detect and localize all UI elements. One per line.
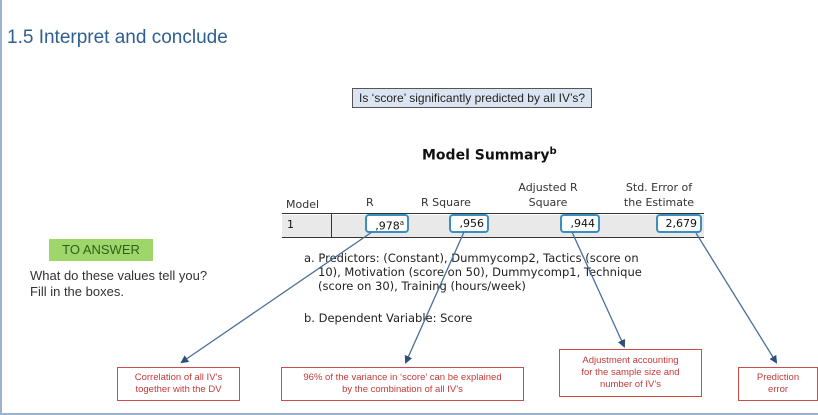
model-summary-title-sup: b	[549, 146, 557, 157]
answer-adjustment-line2: for the sample size and	[581, 367, 680, 378]
header-std-error-line1: Std. Error of	[625, 181, 693, 194]
value-adjusted-r-square: ,944	[570, 217, 596, 230]
value-r-square: ,956	[459, 217, 485, 230]
answer-prediction-line1: Prediction	[756, 372, 800, 383]
footnote-dependent-variable: b. Dependent Variable: Score	[304, 311, 473, 325]
slide-title: 1.5 Interpret and conclude	[7, 27, 228, 48]
footnote-a-line2: 10), Motivation (score on 50), Dummycomp…	[318, 265, 642, 279]
value-r-sup: a	[399, 219, 404, 227]
answer-prediction-line2: error	[767, 384, 789, 395]
header-adjusted-r-line2: Square	[528, 196, 568, 209]
header-r-square: R Square	[421, 196, 471, 209]
answer-adjustment-line1: Adjustment accounting	[582, 355, 679, 366]
question-box: Is ‘score’ significantly predicted by al…	[352, 88, 593, 108]
table-column-divider	[331, 213, 332, 237]
value-r-box: ,978a	[365, 214, 409, 233]
to-answer-label: TO ANSWER	[49, 239, 153, 261]
footnote-predictors: a. Predictors: (Constant), Dummycomp2, T…	[304, 251, 642, 293]
arrow-r-square-to-variance	[404, 231, 465, 364]
answer-variance-box: 96% of the variance in ‘score’ can be ex…	[281, 367, 524, 401]
header-std-error: Std. Error of the Estimate	[616, 180, 702, 210]
to-answer-prompt: What do these values tell you? Fill in t…	[30, 268, 207, 300]
footnote-a-line3: (score on 30), Training (hours/week)	[318, 279, 526, 293]
header-std-error-line2: the Estimate	[623, 196, 695, 209]
header-adjusted-r-line1: Adjusted R	[518, 181, 578, 194]
answer-variance-line2: by the combination of all IV’s	[342, 384, 463, 395]
model-summary-title: Model Summaryb	[422, 146, 557, 164]
value-r: ,978	[375, 219, 400, 233]
footnote-a-line1: a. Predictors: (Constant), Dummycomp2, T…	[304, 251, 639, 265]
arrow-std-error-to-prediction	[695, 232, 778, 364]
value-adjusted-r-square-box: ,944	[560, 214, 600, 233]
cell-model: 1	[287, 218, 294, 231]
header-model: Model	[286, 198, 320, 211]
arrow-r-to-correlation	[180, 231, 373, 364]
value-std-error: 2,679	[665, 217, 698, 230]
slide-bottom-border	[0, 413, 818, 415]
value-std-error-box: 2,679	[656, 214, 702, 233]
answer-variance-line1: 96% of the variance in ‘score’ can be ex…	[303, 372, 502, 383]
answer-correlation-line1: Correlation of all IV’s	[134, 372, 223, 383]
header-adjusted-r-square: Adjusted R Square	[510, 180, 586, 210]
prompt-line1: What do these values tell you?	[30, 268, 208, 283]
value-r-square-box: ,956	[449, 214, 489, 233]
answer-adjustment-line3: number of IV’s	[599, 379, 662, 390]
prompt-line2: Fill in the boxes.	[30, 284, 124, 299]
table-top-rule	[282, 213, 704, 214]
answer-correlation-line2: together with the DV	[135, 384, 222, 395]
table-bottom-rule	[282, 237, 704, 238]
arrow-adjusted-to-adjustment	[571, 231, 626, 348]
slide-left-border	[0, 0, 2, 415]
header-r: R	[366, 196, 374, 209]
